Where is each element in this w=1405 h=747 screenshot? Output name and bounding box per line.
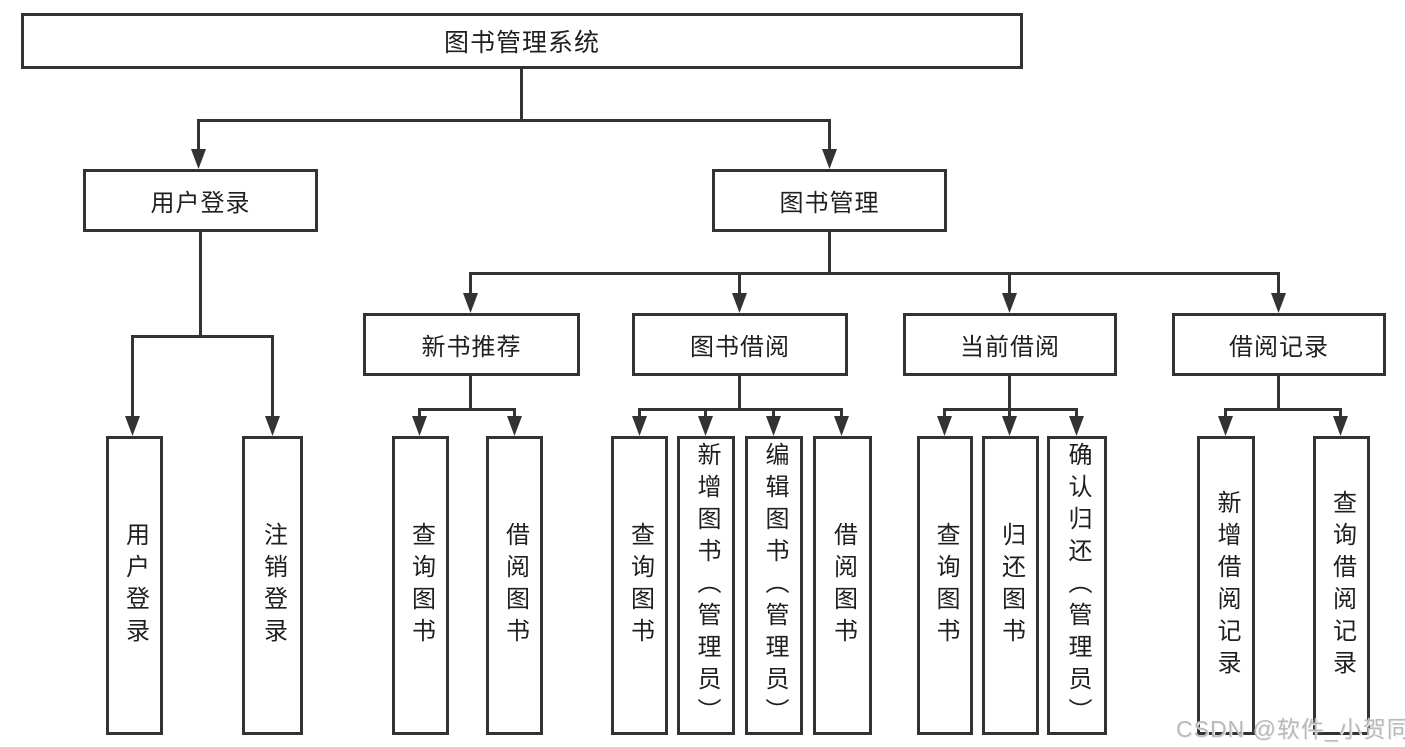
leaf-label: 新增借阅记录 <box>1213 489 1240 682</box>
leaf-label: 借阅图书 <box>501 521 529 650</box>
leaf-query-books-borrow: 查询图书 <box>611 436 668 735</box>
leaf-label: 注销登录 <box>259 521 287 650</box>
leaf-borrow-books: 借阅图书 <box>813 436 872 735</box>
leaf-return-books: 归还图书 <box>982 436 1039 735</box>
leaf-label: 借阅图书 <box>829 521 857 650</box>
node-user-login: 用户登录 <box>83 169 318 232</box>
leaf-label: 查询图书 <box>407 521 435 650</box>
node-library-management-system: 图书管理系统 <box>21 13 1023 69</box>
leaf-query-books-current: 查询图书 <box>917 436 973 735</box>
node-label: 当前借阅 <box>960 334 1060 361</box>
leaf-borrow-books-recommend: 借阅图书 <box>486 436 543 735</box>
leaf-add-borrow-record: 新增借阅记录 <box>1197 436 1255 735</box>
leaf-label: 编辑图书（管理员） <box>761 441 788 730</box>
leaf-label: 归还图书 <box>997 521 1025 650</box>
node-label: 图书管理系统 <box>443 29 600 57</box>
node-label: 图书管理 <box>779 190 880 217</box>
node-label: 图书借阅 <box>690 334 790 361</box>
leaf-logout: 注销登录 <box>242 436 303 735</box>
leaf-label: 查询借阅记录 <box>1328 489 1356 682</box>
leaf-label: 新增图书（管理员） <box>693 441 720 730</box>
node-label: 借阅记录 <box>1229 334 1329 361</box>
node-label: 新书推荐 <box>421 334 522 361</box>
leaf-query-books-recommend: 查询图书 <box>392 436 449 735</box>
leaf-label: 查询图书 <box>626 521 654 650</box>
csdn-watermark: CSDN @软件_小贺同学 <box>1176 716 1405 742</box>
leaf-label: 查询图书 <box>932 521 959 650</box>
leaf-add-books-admin: 新增图书（管理员） <box>677 436 735 735</box>
leaf-user-login: 用户登录 <box>106 436 163 735</box>
node-new-book-recommend: 新书推荐 <box>363 313 580 376</box>
node-book-management: 图书管理 <box>712 169 947 232</box>
leaf-edit-books-admin: 编辑图书（管理员） <box>745 436 803 735</box>
leaf-confirm-return-admin: 确认归还（管理员） <box>1047 436 1107 735</box>
node-book-borrow: 图书借阅 <box>632 313 848 376</box>
node-borrow-records: 借阅记录 <box>1172 313 1386 376</box>
node-label: 用户登录 <box>150 190 251 217</box>
leaf-label: 用户登录 <box>121 521 149 650</box>
node-current-borrow: 当前借阅 <box>903 313 1117 376</box>
leaf-label: 确认归还（管理员） <box>1064 441 1091 730</box>
leaf-query-borrow-record: 查询借阅记录 <box>1313 436 1370 735</box>
